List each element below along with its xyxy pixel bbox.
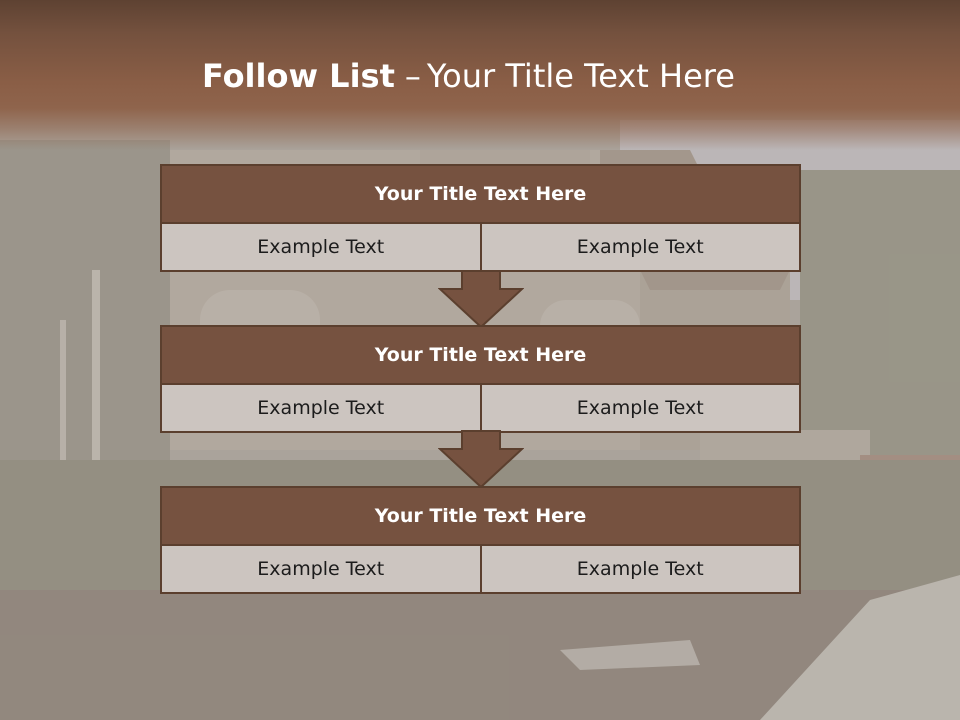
title-rest: Your Title Text Here: [426, 57, 735, 95]
list-block-3: Your Title Text Here Example Text Exampl…: [160, 486, 801, 594]
slide-title: Follow List–Your Title Text Here: [202, 56, 735, 96]
block-left-text: Example Text: [162, 546, 480, 592]
list-block-2: Your Title Text Here Example Text Exampl…: [160, 325, 801, 433]
down-arrow-icon: [438, 430, 524, 488]
header-band: [0, 0, 960, 150]
title-bold: Follow List: [202, 57, 395, 95]
down-arrow-icon: [438, 270, 524, 328]
title-separator: –: [404, 57, 421, 95]
block-right-text: Example Text: [481, 546, 799, 592]
block-right-text: Example Text: [481, 224, 799, 270]
block-title: Your Title Text Here: [162, 166, 799, 222]
block-title: Your Title Text Here: [162, 327, 799, 383]
block-title: Your Title Text Here: [162, 488, 799, 544]
block-left-text: Example Text: [162, 224, 480, 270]
block-left-text: Example Text: [162, 385, 480, 431]
list-block-1: Your Title Text Here Example Text Exampl…: [160, 164, 801, 272]
block-right-text: Example Text: [481, 385, 799, 431]
